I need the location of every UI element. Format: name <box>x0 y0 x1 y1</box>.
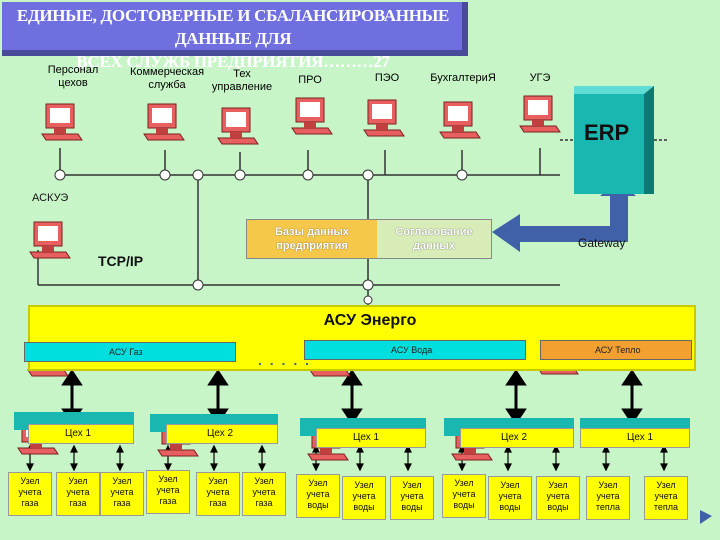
node-water-6: Узел учета воды <box>536 476 580 520</box>
pc-tech-icon <box>217 107 259 145</box>
dept-peo-label: ПЭО <box>374 72 400 84</box>
arrow-5-up <box>621 369 643 386</box>
nav-arrow <box>700 510 712 524</box>
bus-dots <box>54 169 468 305</box>
arrow-1-up <box>61 369 83 386</box>
shop-3-bar: Цех 1 <box>316 428 426 448</box>
node-water-3: Узел учета воды <box>390 476 434 520</box>
node-water-2: Узел учета воды <box>342 476 386 520</box>
askue-label: АСКУЭ <box>32 192 69 204</box>
dept-commercial-label: Коммерческая служба <box>129 66 205 91</box>
node-gas-4: Узел учета газа <box>146 470 190 514</box>
ellipsis: . . . . . <box>258 352 312 368</box>
shop-1-bar: Цех 1 <box>28 424 134 444</box>
shop-5-bar: Цех 1 <box>580 428 690 448</box>
asu-energo-label: АСУ Энерго <box>323 312 417 329</box>
node-gas-6: Узел учета газа <box>242 472 286 516</box>
node-water-5: Узел учета воды <box>488 476 532 520</box>
arrow-3-down <box>341 408 363 425</box>
node-water-1: Узел учета воды <box>296 474 340 518</box>
asu-water-bar: АСУ Вода <box>304 340 526 360</box>
asu-gas-bar: АСУ Газ <box>24 342 236 362</box>
pc-pro-icon <box>291 97 333 135</box>
enterprise-databases: Базы данных предприятия <box>247 220 377 258</box>
dept-uge-label: УГЭ <box>529 72 551 84</box>
node-gas-1: Узел учета газа <box>8 472 52 516</box>
erp-server <box>574 86 654 194</box>
pc-peo-icon <box>363 99 405 137</box>
title-line-1: ЕДИНЫЕ, ДОСТОВЕРНЫЕ И СБАЛАНСИРОВАННЫЕ Д… <box>16 6 450 48</box>
arrow-4-up <box>505 369 527 386</box>
arrow-5-down <box>621 408 643 425</box>
database-box: Базы данных предприятия Согласование дан… <box>246 219 492 259</box>
gateway-arrow <box>492 196 628 252</box>
title-line-2: ВСЕХ СЛУЖБ ПРЕДПРИЯТИЯ………27 <box>76 52 390 71</box>
dept-tech-label: Тех управление <box>211 68 273 93</box>
erp-label: ERP <box>584 120 630 145</box>
pc-personnel-icon <box>41 103 83 141</box>
pc-askue-icon <box>29 221 71 259</box>
arrow-3-up <box>341 369 363 386</box>
node-gas-5: Узел учета газа <box>196 472 240 516</box>
arrow-4-down <box>505 408 527 425</box>
node-water-4: Узел учета воды <box>442 474 486 518</box>
shop-4-bar: Цех 2 <box>460 428 574 448</box>
gateway-label: Gateway <box>578 236 626 250</box>
dept-accounting-label: БухгалтериЯ <box>430 72 496 84</box>
node-gas-3: Узел учета газа <box>100 472 144 516</box>
data-reconciliation: Согласование данных <box>377 220 491 258</box>
arrow-2-up <box>207 369 229 386</box>
page-title: ЕДИНЫЕ, ДОСТОВЕРНЫЕ И СБАЛАНСИРОВАННЫЕ Д… <box>0 4 466 73</box>
pc-commercial-icon <box>143 103 185 141</box>
node-heat-2: Узел учета тепла <box>644 476 688 520</box>
shop-2-bar: Цех 2 <box>166 424 278 444</box>
tcpip-label: TCP/IP <box>98 253 144 269</box>
asu-heat-bar: АСУ Тепло <box>540 340 692 360</box>
node-gas-2: Узел учета газа <box>56 472 100 516</box>
dept-pro-label: ПРО <box>298 74 322 86</box>
title-banner <box>2 2 468 56</box>
node-heat-1: Узел учета тепла <box>586 476 630 520</box>
pc-accounting-icon <box>439 101 481 139</box>
pc-uge-icon <box>519 95 561 133</box>
dept-personnel-label: Персонал цехов <box>47 64 99 89</box>
